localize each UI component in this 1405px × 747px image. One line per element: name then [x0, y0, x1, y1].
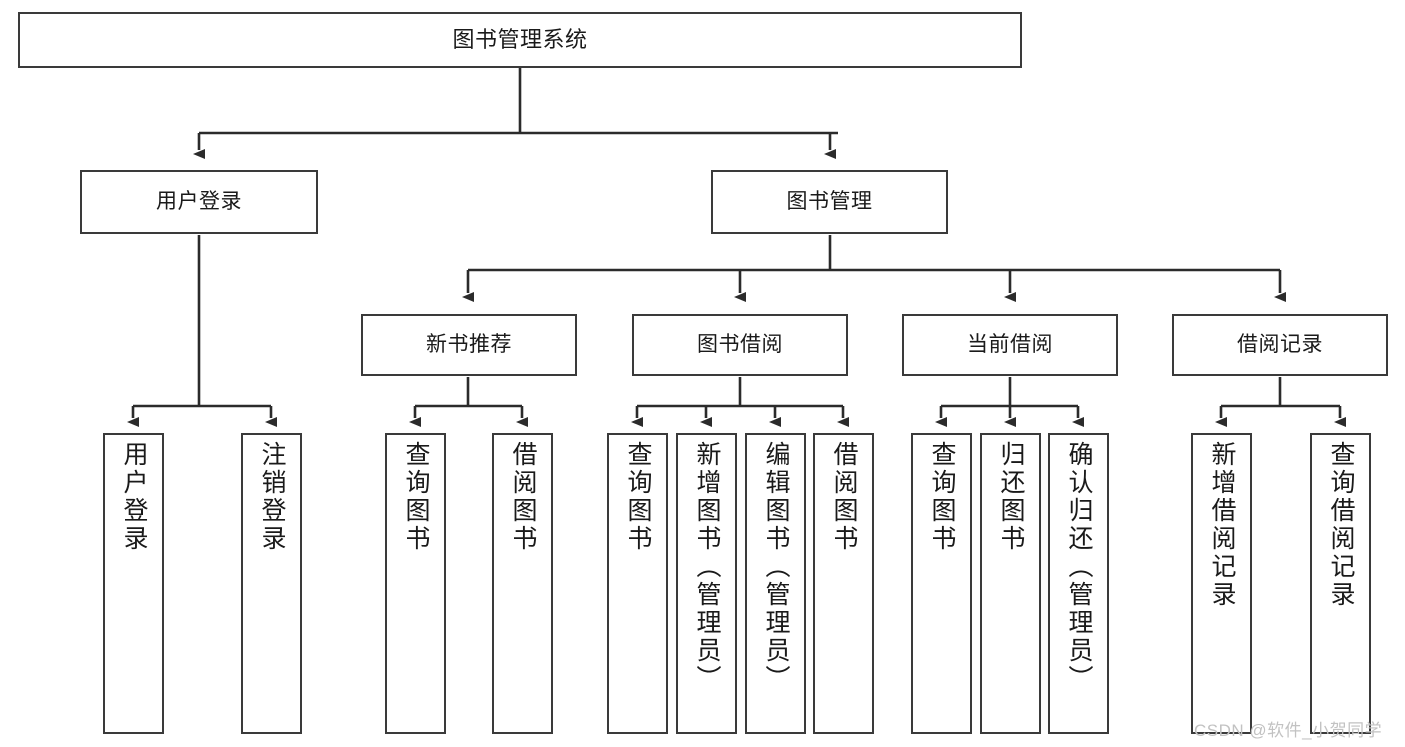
node-label: 注销登录: [258, 441, 286, 553]
leaf-borrowrecord-add-record[interactable]: 新增借阅记录: [1191, 433, 1252, 734]
leaf-bookborrow-query-book[interactable]: 查询图书: [607, 433, 668, 734]
leaf-newbook-borrow-book[interactable]: 借阅图书: [492, 433, 553, 734]
leaf-currentborrow-confirm-return-admin[interactable]: 确认归还（管理员）: [1048, 433, 1109, 734]
node-user-login[interactable]: 用户登录: [80, 170, 318, 234]
node-label: 查询图书: [402, 441, 430, 553]
node-label: 确认归还（管理员）: [1065, 441, 1093, 693]
csdn-watermark: CSDN @软件_小贺同学: [1194, 721, 1383, 740]
node-label: 编辑图书（管理员）: [762, 441, 790, 693]
leaf-user-login[interactable]: 用户登录: [103, 433, 164, 734]
node-label: 图书管理: [786, 189, 873, 213]
node-root-book-management-system[interactable]: 图书管理系统: [18, 12, 1022, 68]
node-label: 当前借阅: [967, 332, 1053, 356]
node-label: 借阅图书: [830, 441, 858, 553]
node-book-management[interactable]: 图书管理: [711, 170, 948, 234]
node-label: 用户登录: [120, 441, 148, 553]
node-label: 查询借阅记录: [1327, 441, 1355, 609]
leaf-bookborrow-edit-book-admin[interactable]: 编辑图书（管理员）: [745, 433, 806, 734]
node-label: 新增图书（管理员）: [693, 441, 721, 693]
node-label: 新书推荐: [426, 332, 512, 356]
leaf-bookborrow-add-book-admin[interactable]: 新增图书（管理员）: [676, 433, 737, 734]
node-book-borrow[interactable]: 图书借阅: [632, 314, 848, 376]
leaf-currentborrow-return-book[interactable]: 归还图书: [980, 433, 1041, 734]
leaf-newbook-query-book[interactable]: 查询图书: [385, 433, 446, 734]
node-label: 查询图书: [928, 441, 956, 553]
node-label: 归还图书: [997, 441, 1025, 553]
leaf-currentborrow-query-book[interactable]: 查询图书: [911, 433, 972, 734]
node-label: 图书管理系统: [452, 27, 588, 53]
node-label: 用户登录: [156, 189, 242, 213]
node-label: 借阅记录: [1237, 332, 1323, 356]
node-current-borrow[interactable]: 当前借阅: [902, 314, 1118, 376]
node-label: 查询图书: [624, 441, 652, 553]
leaf-logout[interactable]: 注销登录: [241, 433, 302, 734]
node-label: 图书借阅: [697, 332, 783, 356]
node-label: 新增借阅记录: [1208, 441, 1236, 609]
node-label: 借阅图书: [509, 441, 537, 553]
leaf-bookborrow-borrow-book[interactable]: 借阅图书: [813, 433, 874, 734]
leaf-borrowrecord-query-record[interactable]: 查询借阅记录: [1310, 433, 1371, 734]
node-new-book-recommend[interactable]: 新书推荐: [361, 314, 577, 376]
node-borrow-record[interactable]: 借阅记录: [1172, 314, 1388, 376]
